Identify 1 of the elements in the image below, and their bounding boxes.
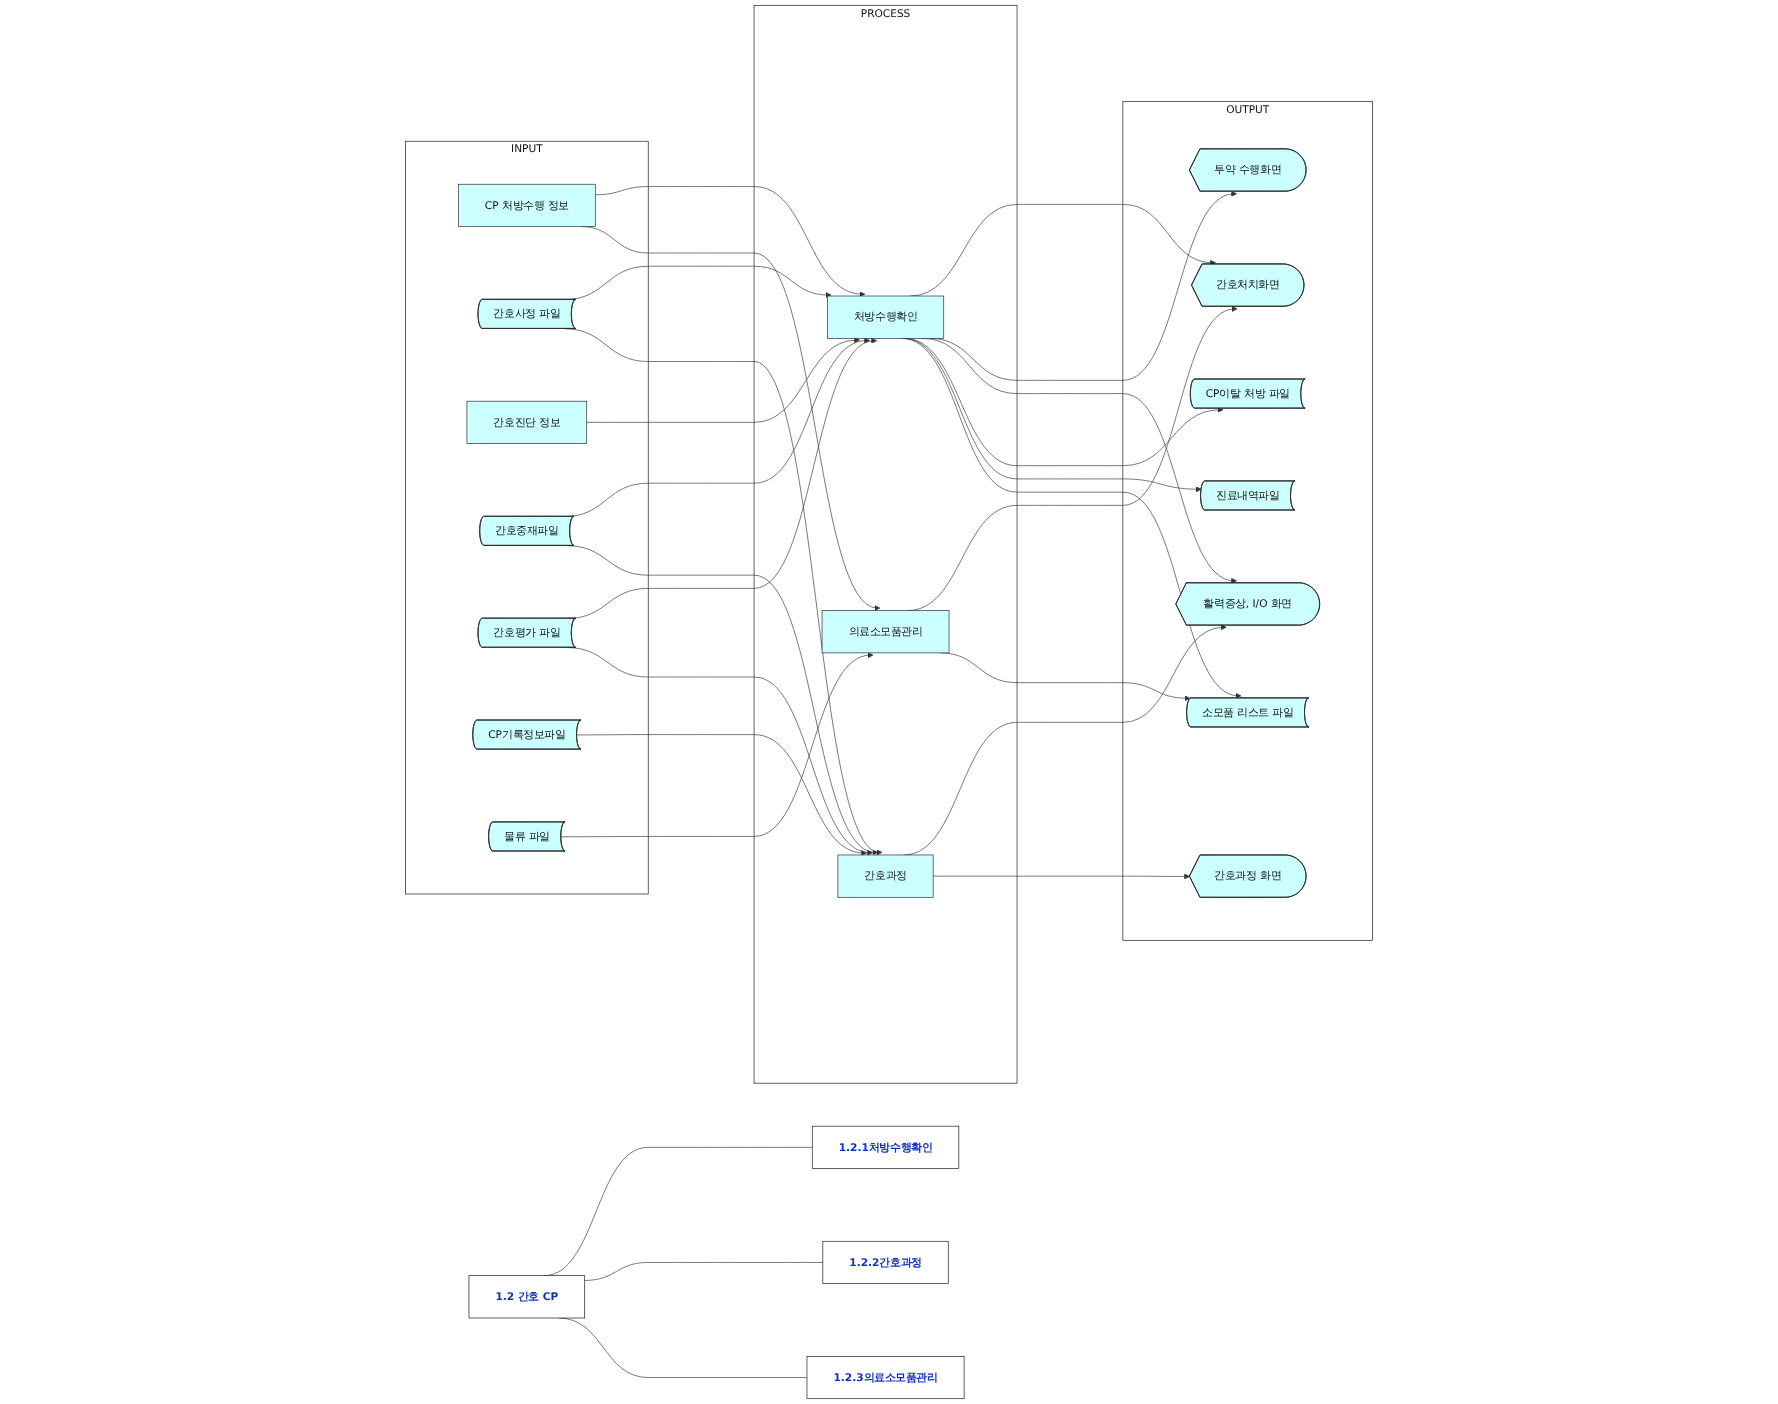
connector bbox=[584, 1262, 824, 1281]
